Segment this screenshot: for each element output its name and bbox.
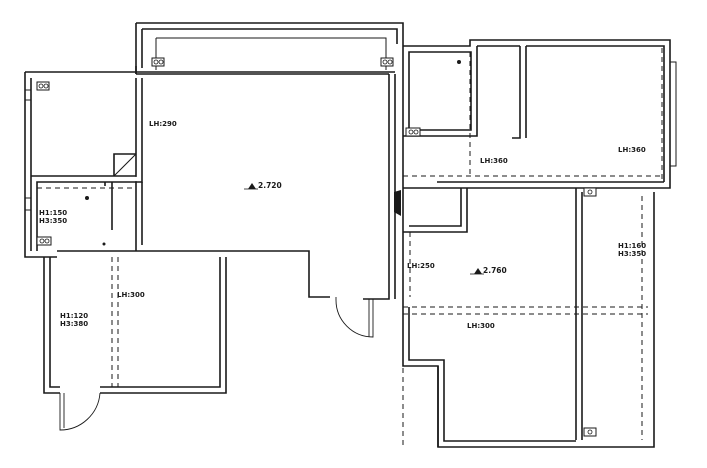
window-height-label: H3:380 [60,320,88,328]
electric-panel-icon [394,190,401,216]
ceiling-height-label: LH:300 [117,291,145,299]
window-height-label: H1:120 [60,312,88,320]
outlet-icon [583,187,597,197]
doors [59,297,374,431]
ceiling-height-label: LH:300 [467,322,495,330]
outlet-icon [583,427,597,437]
fixtures [36,57,597,437]
elevation-marker-left: 2.720 [244,181,282,190]
window-height-label: H3:350 [39,217,67,225]
drain-icon [457,60,461,64]
interior-walls-left [31,78,143,251]
window-height-label: H1:150 [39,209,67,217]
outer-walls [24,22,677,448]
dashed-lines [37,48,664,446]
elevation-marker-right: 2.760 [470,266,507,275]
elevation-label: 2.720 [258,181,282,190]
ceiling-height-label: LH:360 [618,146,646,154]
window-height-label: H3:350 [618,250,646,258]
ceiling-height-label: LH:250 [407,262,435,270]
ceiling-height-label: LH:360 [480,157,508,165]
ceiling-height-label: LH:290 [149,120,177,128]
window-height-label: H1:160 [618,242,646,250]
dimension-labels: LH:290 LH:360 LH:360 LH:250 LH:300 LH:30… [39,120,646,330]
drain-icon [85,196,89,200]
elevation-label: 2.760 [483,266,507,275]
